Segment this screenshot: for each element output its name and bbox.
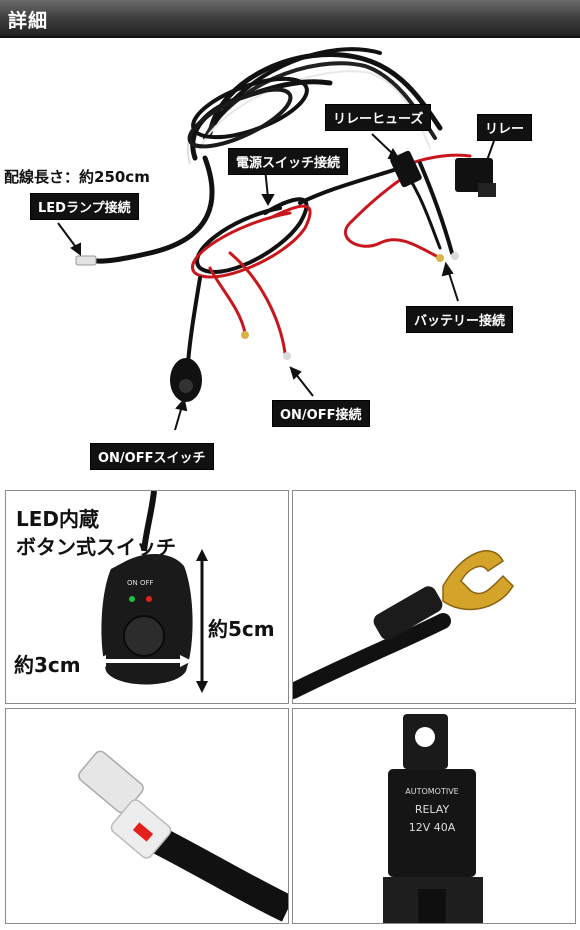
button-switch-illustration — [94, 491, 208, 693]
led-connector-illustration — [78, 750, 288, 922]
power-switch-connection-label: 電源スイッチ接続 — [228, 148, 349, 175]
fork-terminal-illustration — [293, 550, 514, 699]
relay-rating-text: 12V 40A — [408, 821, 456, 834]
switch-title-line1: LED内蔵 — [16, 507, 100, 531]
fork-terminal-panel — [292, 490, 576, 704]
wiring-diagram: 配線長さ：約250cm LEDランプ接続 電源スイッチ接続 リレーヒューズ リレ… — [0, 38, 580, 478]
relay-illustration — [383, 714, 483, 923]
switch-width-label: 約3cm — [14, 653, 81, 677]
onoff-connection-label: ON/OFF接続 — [272, 400, 370, 427]
relay-fuse-label: リレーヒューズ — [325, 104, 432, 131]
relay-type-text: RELAY — [414, 803, 450, 816]
section-title: 詳細 — [8, 10, 49, 32]
relay-brand-text: AUTOMOTIVE — [405, 787, 459, 796]
relay-panel: AUTOMOTIVE RELAY 12V 40A — [292, 708, 576, 924]
relay-label: リレー — [477, 114, 533, 141]
led-lamp-connection-label: LEDランプ接続 — [30, 193, 139, 220]
onoff-switch-label: ON/OFFスイッチ — [90, 443, 214, 470]
switch-height-label: 約5cm — [208, 617, 275, 641]
switch-onoff-marking: ON OFF — [127, 579, 154, 587]
section-header: 詳細 — [0, 0, 580, 38]
battery-connection-label: バッテリー接続 — [406, 306, 514, 333]
wire-length-label: 配線長さ：約250cm — [4, 168, 150, 186]
wiring-harness-illustration — [57, 47, 496, 431]
led-connector-panel — [5, 708, 289, 924]
switch-dimension-panel: LED内蔵 ボタン式スイッチ ON OFF 約5cm 約3cm — [5, 490, 289, 704]
